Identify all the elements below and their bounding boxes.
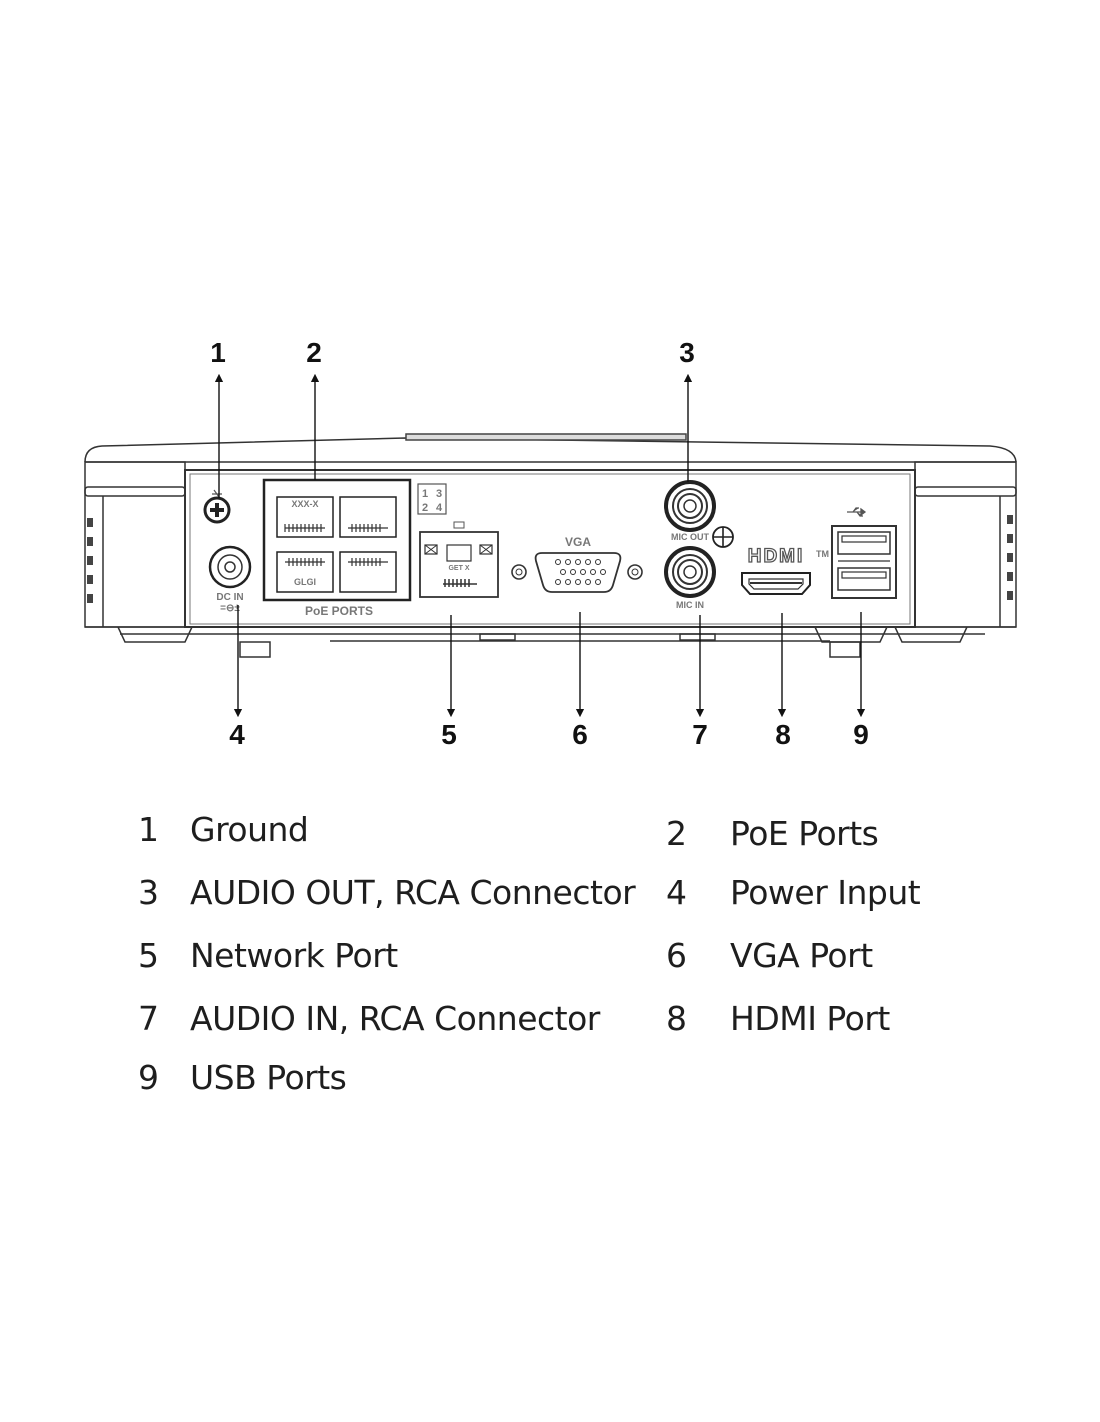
vent-slots-right [1007,515,1013,600]
legend-number: 9 [138,1058,159,1097]
svg-text:2: 2 [422,502,428,514]
callout-9: 9 [853,719,869,750]
mic-out-label: MIC OUT [671,532,709,542]
callout-8: 8 [775,719,791,750]
callout-4: 4 [229,719,245,750]
callout-5: 5 [441,719,457,750]
poe-port-tag-2: GLGI [294,577,316,587]
nvr-rear-panel-diagram: DC IN =⊖± XXX-X GLGI PoE PORTS 1 3 2 4 [84,337,1017,750]
vga-label: VGA [565,535,591,549]
ground-symbol-icon [712,526,734,548]
legend-label: Network Port [190,936,398,975]
callout-arrows [214,373,866,718]
legend-number: 2 [666,814,687,853]
mic-in-rca-icon: MIC IN [664,546,716,610]
poe-port-tag: XXX-X [291,499,318,509]
legend-number: 8 [666,999,687,1038]
svg-text:3: 3 [436,488,442,500]
dc-in-jack-icon: DC IN =⊖± [208,545,252,614]
callout-3: 3 [679,337,695,368]
callout-2: 2 [306,337,322,368]
legend-label: HDMI Port [730,999,890,1038]
chassis [84,433,1017,658]
mic-in-label: MIC IN [676,600,704,610]
lan-port-tag: GET X [448,565,469,572]
dc-polarity-symbol: =⊖± [220,603,240,614]
usb-ports-icon [831,507,897,599]
legend-label: VGA Port [730,936,873,975]
legend-number: 5 [138,936,159,975]
poe-numbering-grid: 1 3 2 4 [417,483,447,515]
mic-out-rca-icon: MIC OUT [664,480,716,542]
hdmi-logo: HDMI [748,546,805,567]
callout-1: 1 [210,337,226,368]
legend-number: 6 [666,936,687,975]
legend-label: Power Input [730,873,921,912]
hdmi-tm: TM [816,549,829,559]
legend-number: 1 [138,810,159,849]
poe-ports-block: XXX-X GLGI PoE PORTS [262,478,412,618]
hdmi-port-icon: HDMI TM [741,545,829,595]
callout-7: 7 [692,719,708,750]
legend-number: 4 [666,873,687,912]
ground-screw-icon [203,489,231,524]
legend-label: AUDIO OUT, RCA Connector [190,873,636,912]
svg-text:4: 4 [436,502,443,514]
network-port-icon: GET X [419,521,499,598]
legend-number: 3 [138,873,159,912]
dc-in-label: DC IN [216,592,243,603]
vga-port-icon: VGA [511,535,643,593]
legend-number: 7 [138,999,159,1038]
callout-6: 6 [572,719,588,750]
legend-label: AUDIO IN, RCA Connector [190,999,600,1038]
vent-slots-left [87,518,93,603]
legend-label: PoE Ports [730,814,879,853]
legend-label: Ground [190,810,309,849]
poe-ports-label: PoE PORTS [305,604,373,618]
legend-label: USB Ports [190,1058,347,1097]
svg-text:1: 1 [422,488,428,500]
